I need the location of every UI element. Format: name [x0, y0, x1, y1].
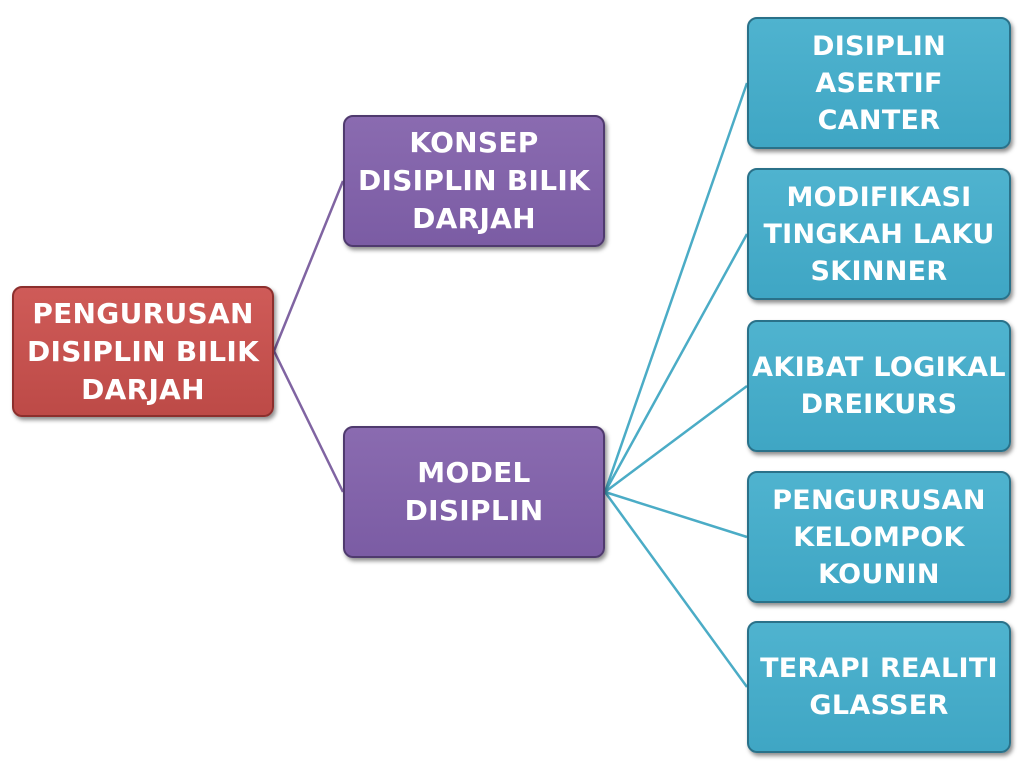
leaf-node-canter: DISIPLIN ASERTIF CANTER	[747, 17, 1011, 149]
leaf-node-kounin: PENGURUSAN KELOMPOK KOUNIN	[747, 471, 1011, 603]
root-node: PENGURUSAN DISIPLIN BILIK DARJAH	[12, 286, 274, 417]
connector-model-to-canter	[603, 82, 749, 493]
leaf-node-label: TERAPI REALITI GLASSER	[760, 653, 998, 721]
leaf-node-skinner: MODIFIKASI TINGKAH LAKU SKINNER	[747, 168, 1011, 300]
leaf-node-label: PENGURUSAN KELOMPOK KOUNIN	[772, 484, 986, 590]
leaf-node-glasser: TERAPI REALITI GLASSER	[747, 621, 1011, 753]
branch-node-model: MODEL DISIPLIN	[343, 426, 605, 558]
branch-node-label: KONSEP DISIPLIN BILIK DARJAH	[357, 126, 591, 235]
leaf-node-dreikurs: AKIBAT LOGIKAL DREIKURS	[747, 320, 1011, 452]
connector-root-to-konsep	[272, 180, 345, 352]
connector-model-to-dreikurs	[604, 384, 748, 494]
leaf-node-label: DISIPLIN ASERTIF CANTER	[812, 30, 946, 136]
leaf-node-label: AKIBAT LOGIKAL DREIKURS	[752, 352, 1006, 420]
root-node-label: PENGURUSAN DISIPLIN BILIK DARJAH	[26, 296, 260, 406]
connector-model-to-kounin	[604, 490, 748, 539]
connector-root-to-model	[272, 350, 345, 493]
leaf-node-label: MODIFIKASI TINGKAH LAKU SKINNER	[763, 181, 995, 287]
connector-model-to-skinner	[603, 233, 749, 493]
branch-node-label: MODEL DISIPLIN	[404, 456, 544, 527]
branch-node-konsep: KONSEP DISIPLIN BILIK DARJAH	[343, 115, 605, 247]
connector-model-to-glasser	[603, 491, 749, 688]
